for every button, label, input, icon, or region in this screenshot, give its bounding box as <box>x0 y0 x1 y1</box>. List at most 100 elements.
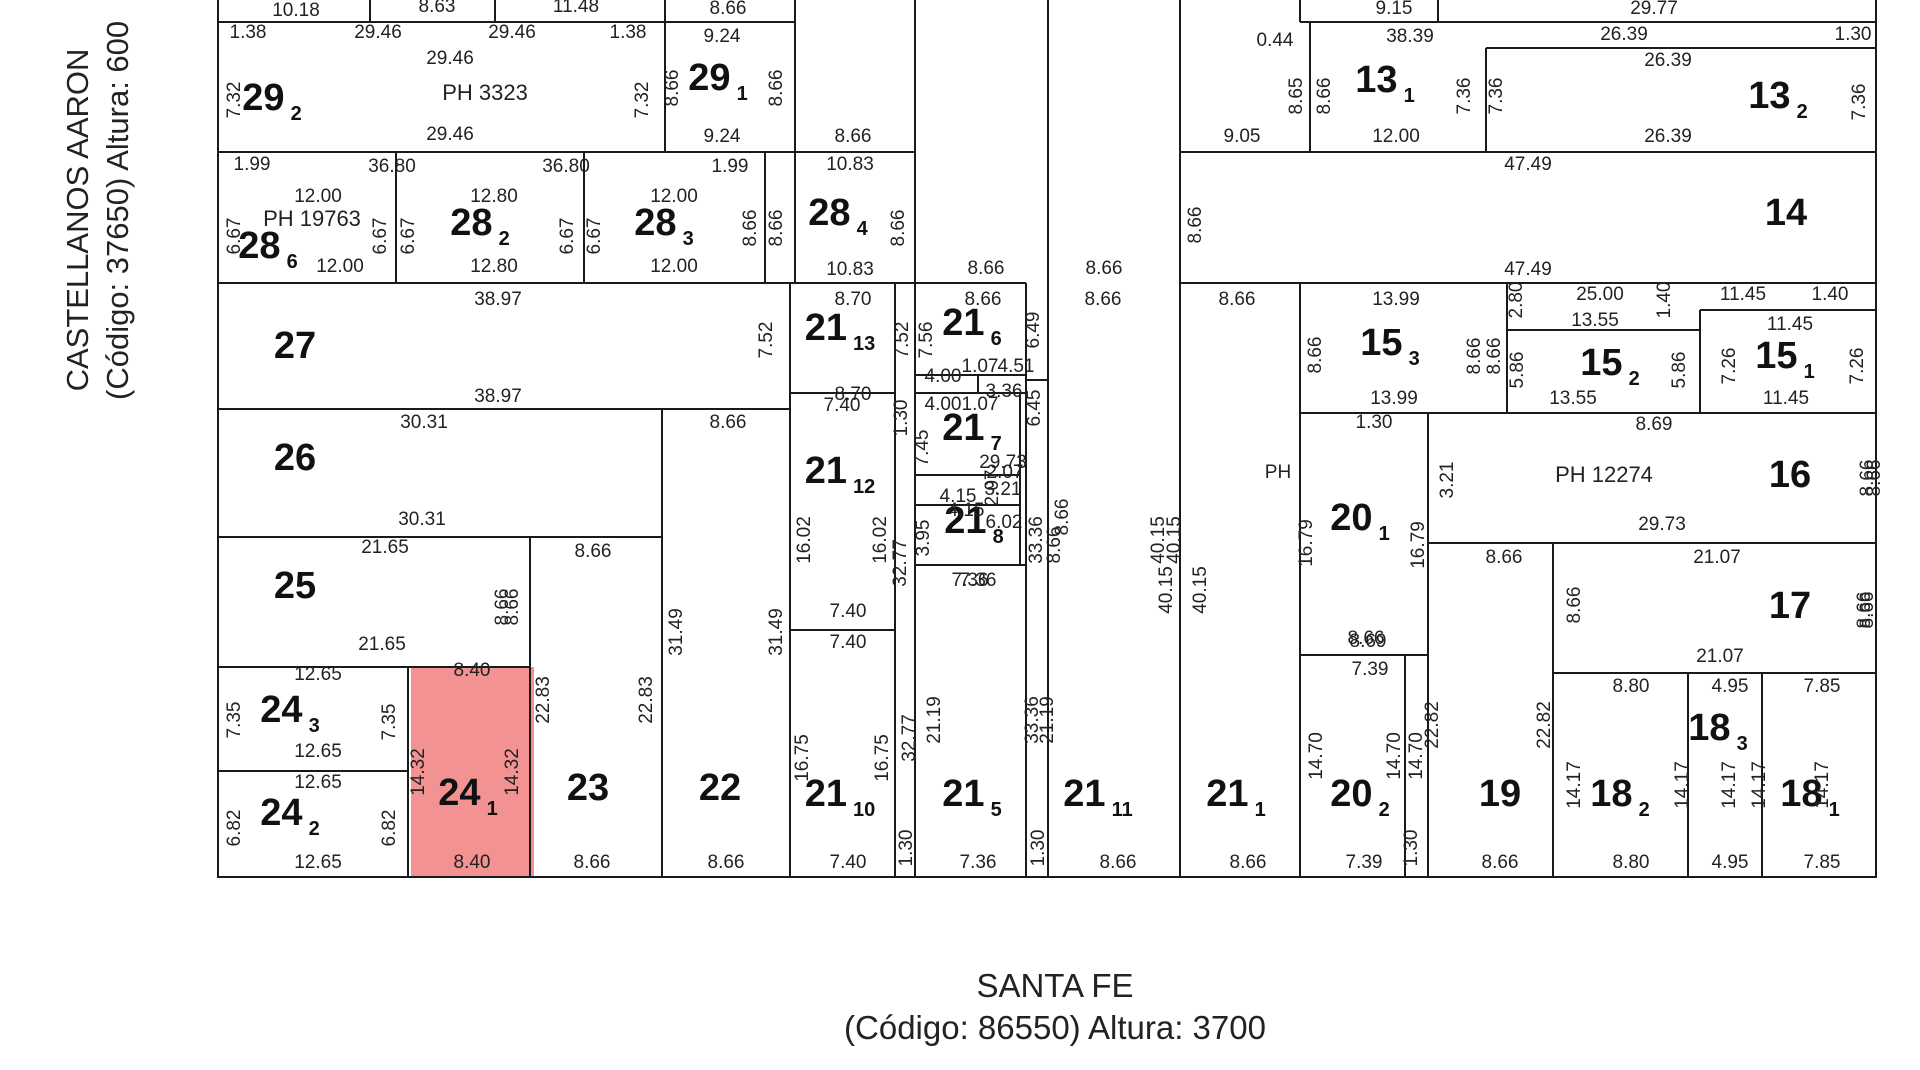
measure-label: 25.00 <box>1576 284 1624 305</box>
lot-main: 23 <box>567 767 609 809</box>
lot-main: 13 <box>1748 75 1790 117</box>
street-bottom: SANTA FE (Código: 86550) Altura: 3700 <box>830 965 1280 1049</box>
measure-label: 29.73 <box>1638 514 1686 535</box>
street-bottom-name: SANTA FE <box>976 967 1134 1004</box>
measure-label: 5.86 <box>1507 352 1528 389</box>
measure-label: 1.40 <box>1812 284 1849 305</box>
ph-label: PH 12274 <box>1555 462 1653 487</box>
lot-main: 24 <box>260 689 302 731</box>
measure-label: 13.55 <box>1571 310 1619 331</box>
measure-label: 8.66 <box>888 210 909 247</box>
measure-label: 9.24 <box>704 26 741 47</box>
measure-label: 8.66 <box>1230 852 1267 873</box>
lot-number[interactable]: 27 <box>274 325 316 367</box>
lot-main: 21 <box>1063 773 1105 815</box>
measure-label: 12.00 <box>316 256 364 277</box>
lot-main: 17 <box>1769 585 1811 627</box>
lot-main: 16 <box>1769 454 1811 496</box>
measure-label: 12.80 <box>470 186 518 207</box>
measure-label: 4.00 <box>925 366 962 387</box>
street-bottom-info: (Código: 86550) Altura: 3700 <box>844 1009 1266 1046</box>
highlight-lot-24-1[interactable] <box>411 667 534 877</box>
measure-label: 8.70 <box>835 289 872 310</box>
measure-label: 4.95 <box>1712 852 1749 873</box>
lot-number[interactable]: 26 <box>274 437 316 479</box>
lot-main: 21 <box>942 407 984 449</box>
lot-sub: 2 <box>309 818 320 840</box>
measure-label: 8.40 <box>454 852 491 873</box>
measure-label: 16.02 <box>794 516 815 564</box>
lot-number[interactable]: 25 <box>274 565 316 607</box>
measure-label: 9.24 <box>704 126 741 147</box>
measure-label: 21.07 <box>1696 646 1744 667</box>
measure-label: 14.17 <box>1812 761 1833 809</box>
measure-label: 29.73 <box>979 452 1027 473</box>
measure-label: 21.07 <box>1693 547 1741 568</box>
lot-number[interactable]: 16 <box>1769 454 1811 496</box>
measure-label: 2.07 <box>982 470 1003 507</box>
measure-label: 16.02 <box>870 516 891 564</box>
ph-label: PH 3323 <box>442 80 528 105</box>
measure-label: 30.31 <box>400 412 448 433</box>
measure-label: 32.77 <box>899 714 920 762</box>
measure-label: 8.66 <box>1564 587 1585 624</box>
lot-number[interactable]: 19 <box>1479 773 1521 815</box>
measure-label: 8.66 <box>708 852 745 873</box>
measure-label: 29.77 <box>1630 0 1678 19</box>
lot-main: 20 <box>1330 497 1372 539</box>
measure-label: 33.36 <box>1022 696 1043 744</box>
measure-label: 7.26 <box>1847 348 1868 385</box>
measure-label: 1.38 <box>610 22 647 43</box>
measure-label: 5.86 <box>1669 352 1690 389</box>
measure-label: 33.36 <box>1026 516 1047 564</box>
measure-label: 26.39 <box>1600 24 1648 45</box>
measure-label: 12.80 <box>470 256 518 277</box>
lot-sub: 3 <box>1409 348 1420 370</box>
lot-number[interactable]: 17 <box>1769 585 1811 627</box>
measure-label: 13.99 <box>1370 388 1418 409</box>
lot-main: 24 <box>438 772 480 814</box>
measure-label: 7.52 <box>892 322 913 359</box>
measure-label: 7.36 <box>952 570 989 591</box>
lot-sub: 2 <box>1629 368 1640 390</box>
lot-main: 21 <box>944 500 986 542</box>
measure-label: 7.36 <box>960 570 997 591</box>
measure-label: 7.36 <box>1454 78 1475 115</box>
measure-label: 7.85 <box>1804 676 1841 697</box>
measure-label: 8.66 <box>740 210 761 247</box>
measure-label: 16.75 <box>872 734 893 782</box>
lot-number[interactable]: 22 <box>699 767 741 809</box>
lot-number[interactable]: 23 <box>567 767 609 809</box>
lot-number[interactable]: 14 <box>1765 192 1807 234</box>
measure-label: 14.70 <box>1384 732 1405 780</box>
